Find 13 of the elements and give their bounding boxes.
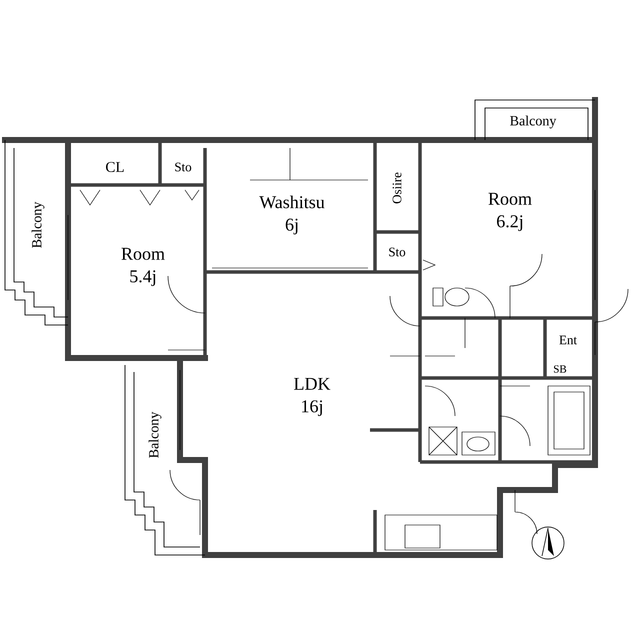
room-label: Sto: [175, 162, 192, 172]
room-label: Sto: [389, 248, 406, 256]
room-label: Balcony: [510, 116, 556, 128]
room-label: Osiire: [392, 172, 402, 204]
room-label: CL: [106, 162, 124, 172]
room-label: Room 6.2j: [488, 192, 532, 232]
room-label: Balcony: [148, 412, 162, 458]
room-label: Ent: [559, 336, 577, 344]
room-label: SB: [554, 365, 566, 373]
room-label: LDK 16j: [294, 378, 330, 416]
room-label: Room 5.4j: [122, 248, 165, 286]
room-label: Balcony: [32, 202, 44, 248]
room-label: Washitsu 6j: [259, 196, 324, 234]
